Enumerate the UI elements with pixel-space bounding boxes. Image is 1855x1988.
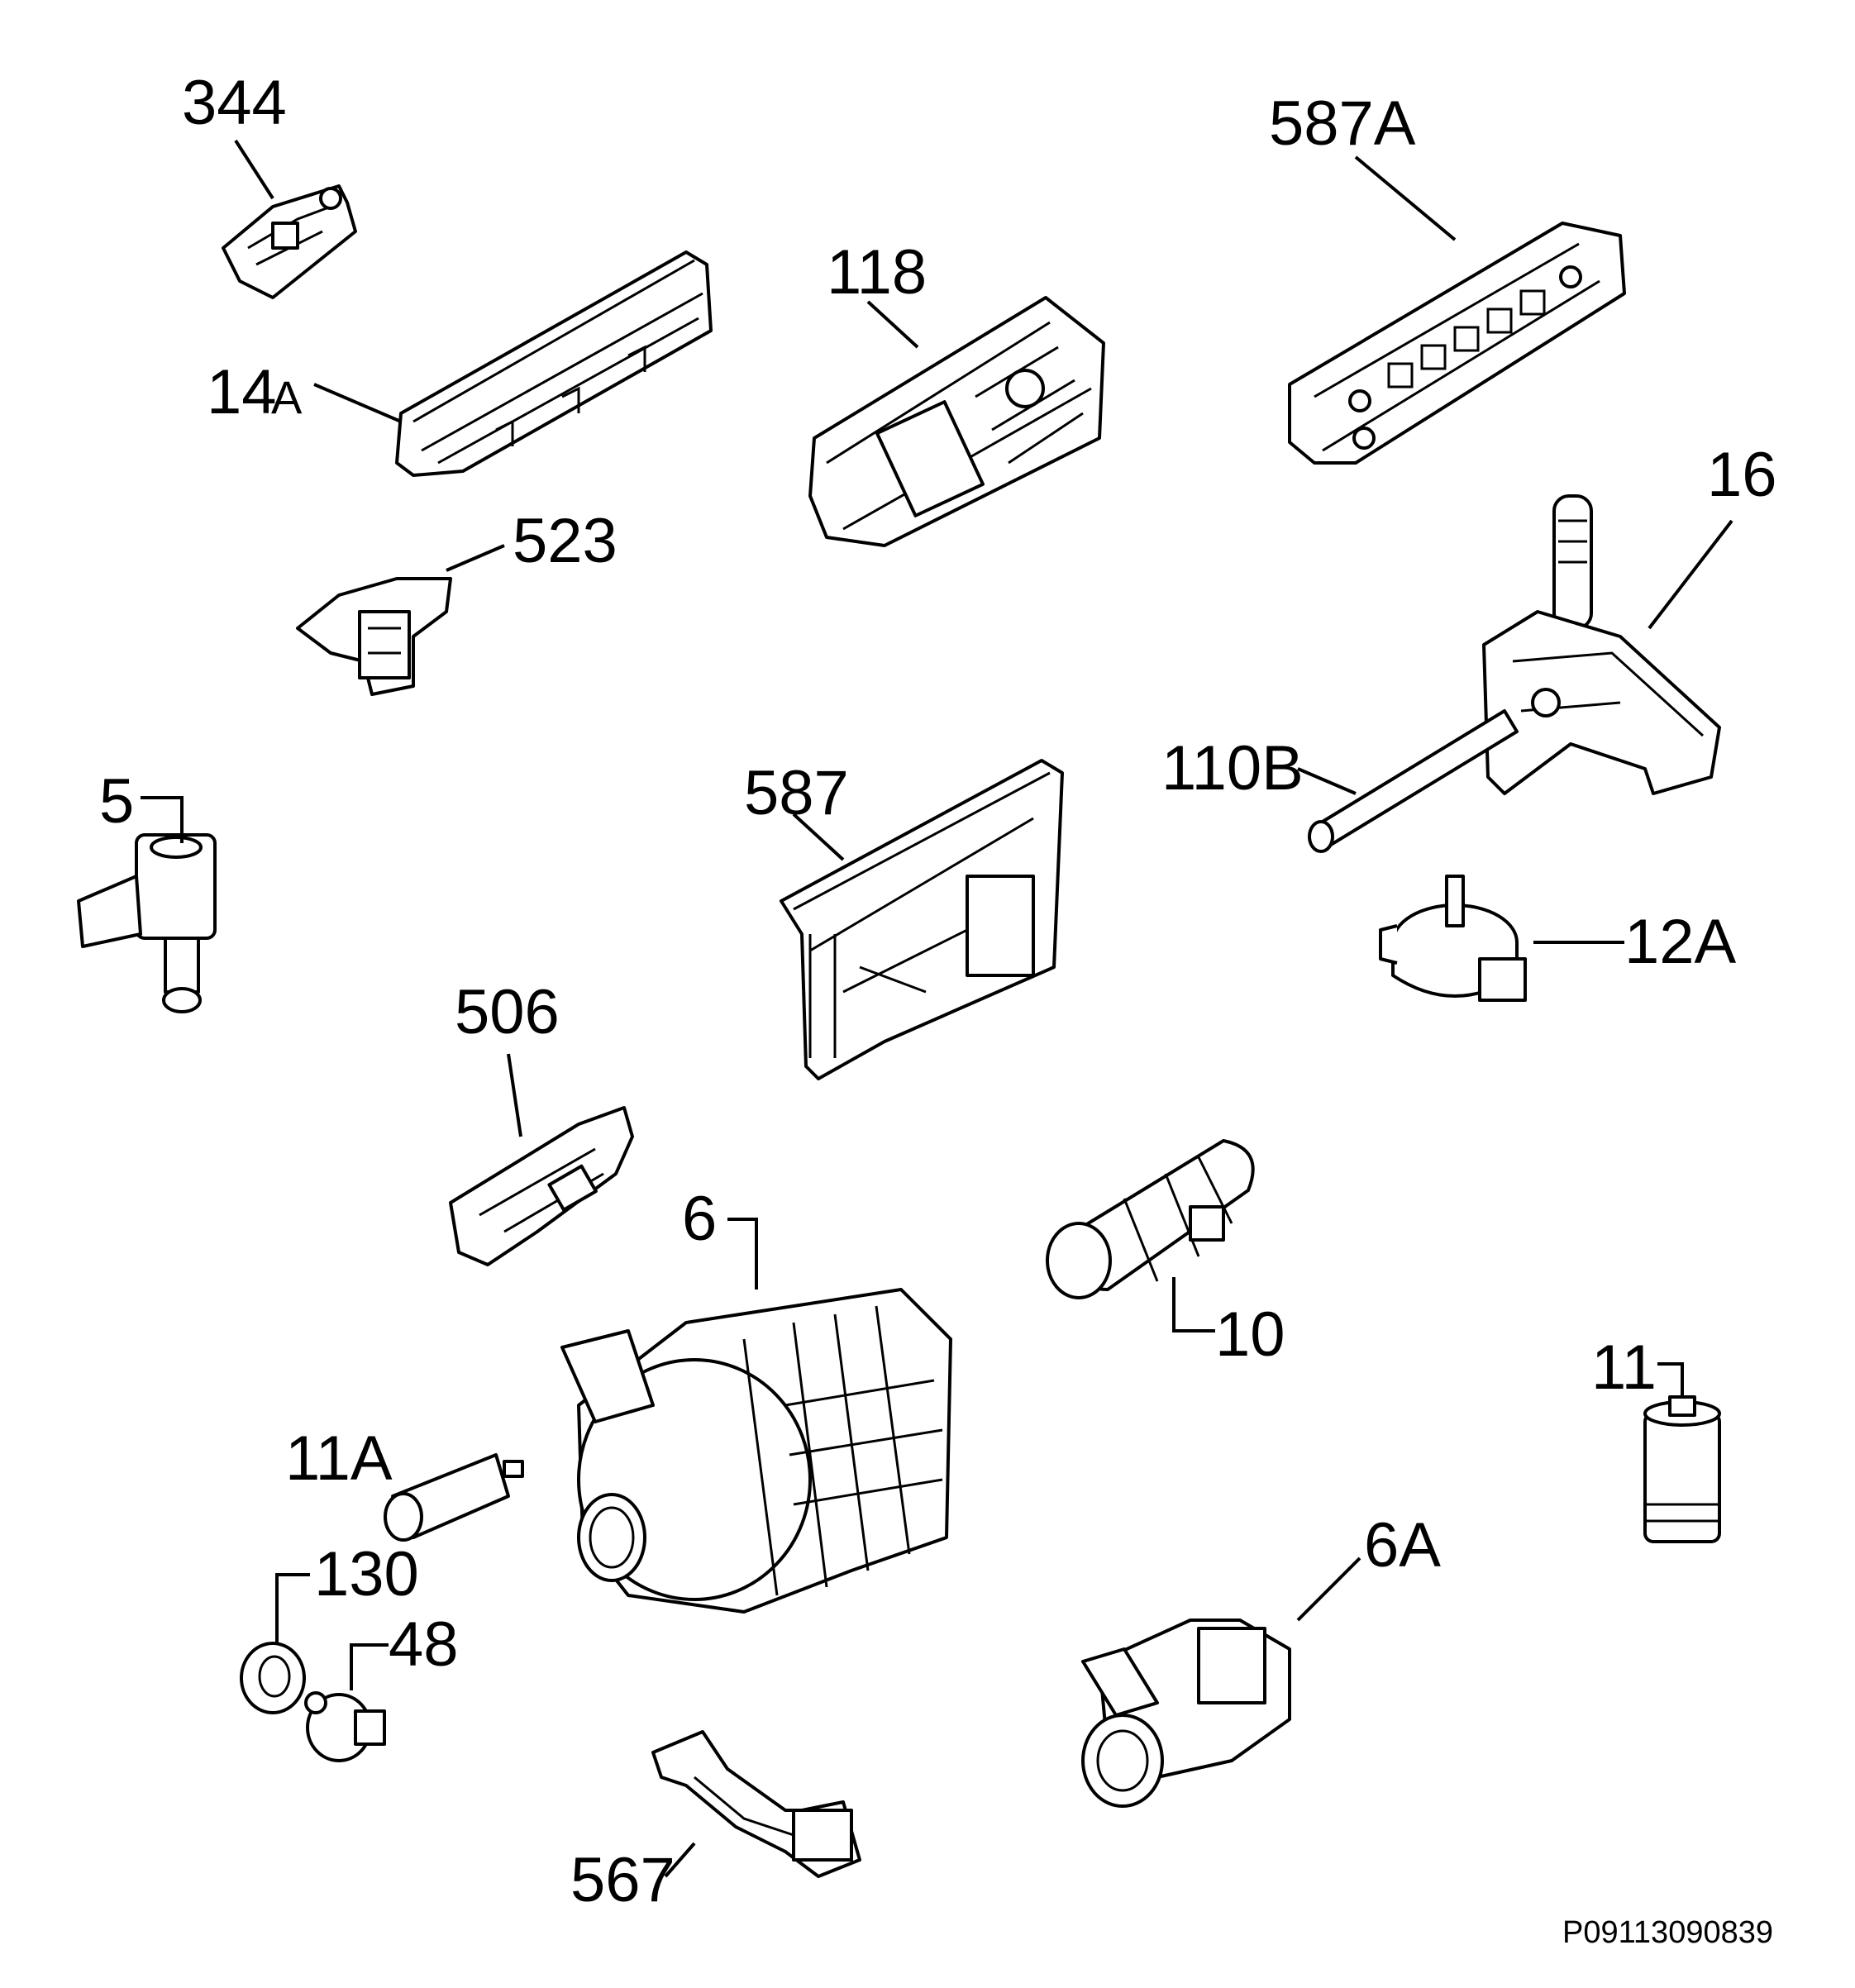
callout-587: 587 — [744, 758, 849, 828]
leader-5 — [141, 796, 184, 843]
leader-506 — [507, 1053, 522, 1137]
part-567-hose-arm — [651, 1730, 861, 1878]
callout-587A: 587A — [1269, 88, 1416, 159]
leader-130 — [275, 1573, 310, 1645]
leader-587 — [792, 813, 845, 861]
part-11-capacitor — [1643, 1395, 1721, 1543]
callout-506: 506 — [455, 977, 560, 1047]
callout-6: 6 — [682, 1184, 717, 1254]
part-523-tube-assembly — [1482, 494, 1721, 795]
part-6A-drain-pump — [1081, 1619, 1291, 1808]
callout-16: 523 — [513, 506, 618, 576]
leader-16 — [446, 544, 505, 572]
part-14A-door-switch — [395, 250, 713, 477]
leader-587A — [1354, 155, 1457, 241]
drawing-code: P09113090839 — [1562, 1915, 1773, 1950]
callout-10: 10 — [1215, 1299, 1285, 1370]
part-110B-tube — [1308, 709, 1519, 853]
callout-14A-suffix: A — [271, 371, 303, 423]
leader-523 — [1648, 519, 1733, 630]
part-5-inlet-valve — [77, 833, 217, 1013]
callout-14A-number: 14 — [207, 357, 277, 427]
part-587-board-frame — [780, 759, 1064, 1080]
callout-110B: 110B — [1161, 733, 1304, 803]
part-506-bracket — [449, 1106, 634, 1266]
callout-48: 48 — [389, 1609, 459, 1680]
part-118-control-module — [808, 296, 1105, 547]
leader-110B — [1297, 767, 1357, 795]
callout-523-label: 16 — [1707, 440, 1777, 510]
leader-6 — [727, 1218, 758, 1290]
part-48-plug — [304, 1691, 386, 1762]
part-10-heater — [1046, 1139, 1255, 1299]
callout-6A: 6A — [1364, 1510, 1441, 1580]
callout-344: 344 — [182, 68, 287, 138]
part-130-seal-ring — [240, 1642, 306, 1714]
part-587A-interface-board — [1288, 222, 1626, 465]
leader-48 — [350, 1643, 389, 1690]
leader-11 — [1657, 1362, 1684, 1397]
leader-344 — [234, 139, 274, 200]
callout-567: 567 — [570, 1845, 675, 1915]
callout-11A: 11A — [285, 1423, 393, 1494]
part-6-circulation-pump — [560, 1288, 952, 1614]
leader-567 — [664, 1842, 696, 1878]
part-16-switch — [296, 577, 452, 696]
leader-118 — [866, 300, 919, 349]
callout-11: 11 — [1591, 1332, 1657, 1403]
part-11A-small-capacitor — [384, 1453, 524, 1542]
leader-14A — [313, 383, 402, 423]
leader-10 — [1172, 1277, 1215, 1332]
leader-6A — [1296, 1557, 1361, 1622]
part-344-latch — [222, 184, 357, 299]
callout-12A: 12A — [1624, 907, 1737, 977]
callout-5: 5 — [99, 766, 134, 837]
part-12A-pressure-switch — [1379, 875, 1527, 1002]
callout-130: 130 — [314, 1539, 419, 1609]
callout-118: 118 — [827, 237, 927, 307]
